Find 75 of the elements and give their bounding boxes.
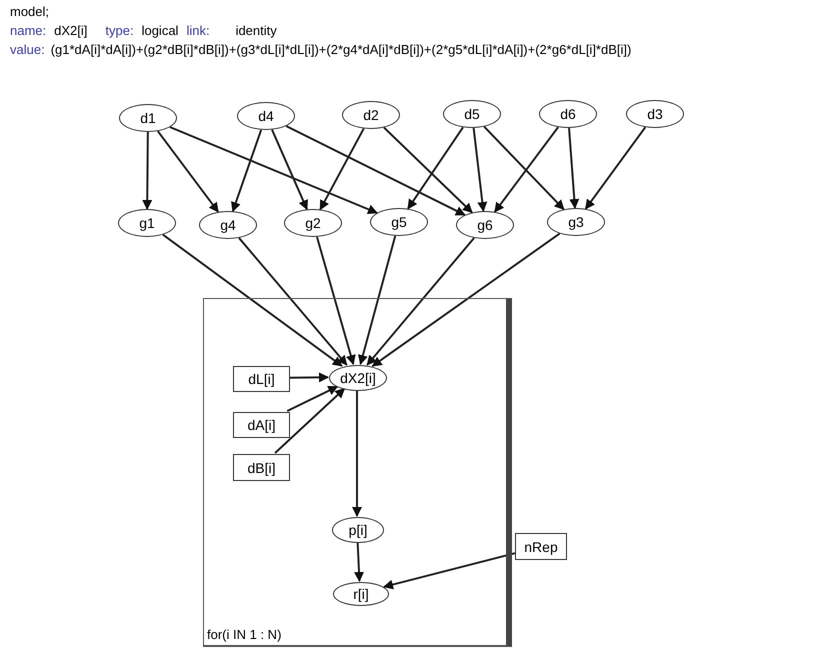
node-ellipse — [237, 102, 295, 130]
node-label: p[i] — [348, 523, 368, 537]
node-ellipse — [332, 517, 384, 543]
arrow — [383, 552, 516, 590]
node-label: d3 — [647, 107, 663, 121]
node-label: d6 — [560, 107, 576, 121]
arrow — [286, 386, 338, 412]
arrow — [354, 542, 364, 582]
field-value: logical — [142, 22, 178, 40]
arrow — [358, 236, 396, 366]
constant-box — [515, 533, 567, 560]
node-ellipse — [118, 209, 176, 237]
loop-plate — [203, 298, 512, 647]
node-label: d5 — [464, 107, 480, 121]
node-ellipse — [333, 582, 389, 606]
node-label: g2 — [305, 216, 321, 230]
node-label: d4 — [258, 109, 274, 123]
arrow — [352, 390, 362, 517]
node-ellipse — [443, 100, 501, 128]
arrow — [157, 130, 219, 213]
node-label: dL[i] — [248, 372, 275, 386]
arrow — [372, 232, 560, 367]
arrow — [584, 126, 646, 210]
field-label: name: — [10, 22, 46, 40]
node-ellipse — [626, 100, 684, 128]
node-ellipse — [119, 104, 177, 132]
arrow — [366, 237, 475, 366]
node-ellipse — [199, 211, 257, 239]
arrow — [316, 236, 356, 366]
constant-box — [233, 366, 290, 392]
arrow — [494, 126, 559, 213]
node-label: g1 — [139, 216, 155, 230]
arrow — [319, 128, 365, 210]
arrow — [383, 126, 473, 214]
arrow — [231, 129, 262, 212]
node-ellipse — [342, 101, 400, 129]
arrow — [142, 132, 152, 210]
node-ellipse — [456, 211, 514, 239]
field-value: dX2[i] — [54, 22, 88, 40]
field-label: value: — [10, 41, 45, 59]
arrow — [286, 125, 466, 216]
arrow — [472, 128, 488, 212]
node-label: d2 — [363, 108, 379, 122]
arrow — [274, 388, 346, 454]
node-label: dA[i] — [247, 418, 276, 432]
arrow — [407, 126, 464, 210]
node-ellipse — [284, 209, 342, 237]
field-label: link: — [186, 22, 210, 40]
node-label: g3 — [568, 215, 584, 229]
arrow — [484, 126, 564, 210]
arrow — [170, 126, 378, 214]
field-value: (g1*dA[i]*dA[i])+(g2*dB[i]*dB[i])+(g3*dL[i]*dL[i])+(2*g4*dA[i]*dB[i])+(2*g5*dL[i]*dA[i])+(2*g6*dL[i]*dB[i]) — [50, 41, 632, 59]
constant-box — [233, 454, 290, 481]
arrow — [238, 237, 348, 366]
arrow — [288, 372, 329, 382]
plate-label: for(i IN 1 : N) — [207, 626, 282, 644]
code-text: model; — [10, 4, 50, 19]
node-label: dB[i] — [247, 460, 276, 474]
node-label: d1 — [140, 111, 156, 125]
node-label: g5 — [391, 215, 407, 229]
node-label: dX2[i] — [340, 371, 376, 385]
node-ellipse — [539, 100, 597, 128]
node-label: r[i] — [353, 587, 369, 601]
arrow — [271, 129, 308, 210]
node-ellipse — [370, 208, 428, 236]
node-label: g6 — [477, 218, 493, 232]
constant-box — [233, 412, 290, 438]
field-value: identity — [236, 22, 277, 40]
node-ellipse — [547, 208, 605, 236]
field-label: type: — [105, 22, 134, 40]
node-ellipse — [329, 365, 387, 391]
node-label: nRep — [524, 540, 558, 554]
arrow — [162, 234, 343, 367]
node-label: g4 — [220, 218, 236, 232]
arrow — [568, 128, 580, 209]
